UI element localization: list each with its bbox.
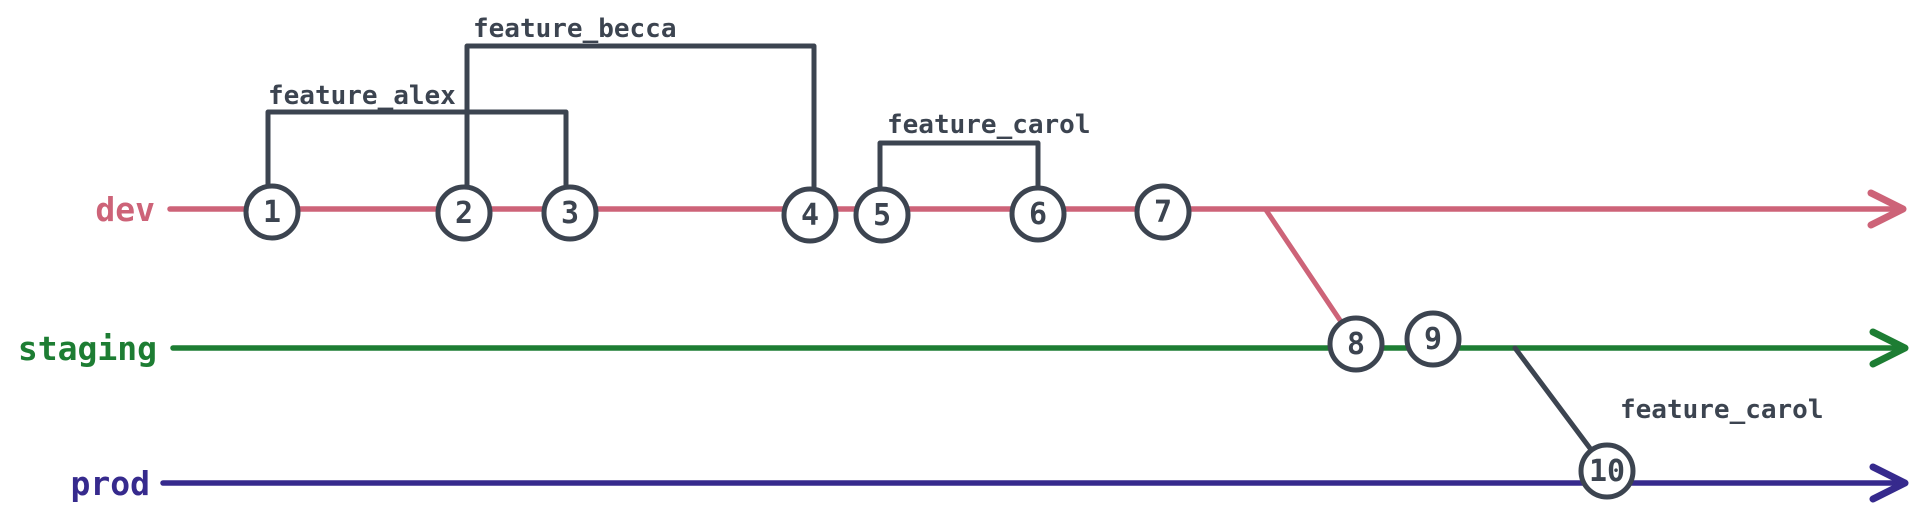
commit-circle-5 (853, 186, 911, 244)
commit-node-3: 3 (541, 184, 599, 242)
bracket-path-feature-alex (265, 109, 569, 216)
commit-node-1: 1 (243, 183, 301, 241)
commit-circle-9 (1404, 310, 1462, 368)
commit-number-10: 10 (1589, 454, 1625, 489)
bracket-label-feature-carol: feature_carol (887, 110, 1091, 140)
commit-circle-1 (243, 183, 301, 241)
commit-node-4: 4 (781, 186, 839, 244)
commit-node-8: 8 (1327, 315, 1385, 373)
commit-node-6: 6 (1009, 185, 1067, 243)
branch-label-staging: staging (18, 329, 157, 368)
commit-node-7: 7 (1134, 183, 1192, 241)
bracket-path-feature-becca (464, 43, 817, 218)
commit-number-1: 1 (263, 195, 281, 230)
commit-node-5: 5 (853, 186, 911, 244)
bracket-path-feature-carol (877, 140, 1041, 218)
bracket-label-feature-becca: feature_becca (473, 14, 677, 44)
commit-number-6: 6 (1029, 197, 1047, 232)
commit-circle-10 (1578, 442, 1636, 500)
commit-number-4: 4 (801, 198, 819, 233)
commit-number-5: 5 (873, 198, 891, 233)
commit-circle-8 (1327, 315, 1385, 373)
commit-number-3: 3 (561, 196, 579, 231)
commit-node-9: 9 (1404, 310, 1462, 368)
staging-arrow-icon (1869, 328, 1909, 368)
commit-node-2: 2 (435, 184, 493, 242)
commit-circle-7 (1134, 183, 1192, 241)
bracket-label-feature-alex: feature_alex (268, 81, 456, 111)
commit-node-10: 10 (1578, 442, 1636, 500)
commit-circle-2 (435, 184, 493, 242)
bracket-feature-alex: feature_alex (265, 81, 569, 216)
branch-label-dev: dev (95, 190, 155, 229)
branch-label-prod: prod (71, 464, 150, 503)
commit-circle-4 (781, 186, 839, 244)
commit-circle-6 (1009, 185, 1067, 243)
merge-link-staging-to-prod: feature_carol (1512, 345, 1824, 474)
bracket-feature-carol: feature_carol (877, 110, 1091, 218)
bracket-feature-becca: feature_becca (464, 14, 817, 218)
commit-number-7: 7 (1154, 195, 1172, 230)
branch-staging: staging (18, 328, 1909, 368)
commit-circle-3 (541, 184, 599, 242)
commit-number-8: 8 (1347, 327, 1365, 362)
branch-dev: dev (95, 189, 1907, 229)
merge-label-staging-to-prod: feature_carol (1620, 395, 1824, 425)
commit-number-9: 9 (1424, 322, 1442, 357)
commit-number-2: 2 (455, 196, 473, 231)
prod-arrow-icon (1869, 463, 1909, 503)
dev-arrow-icon (1867, 189, 1907, 229)
